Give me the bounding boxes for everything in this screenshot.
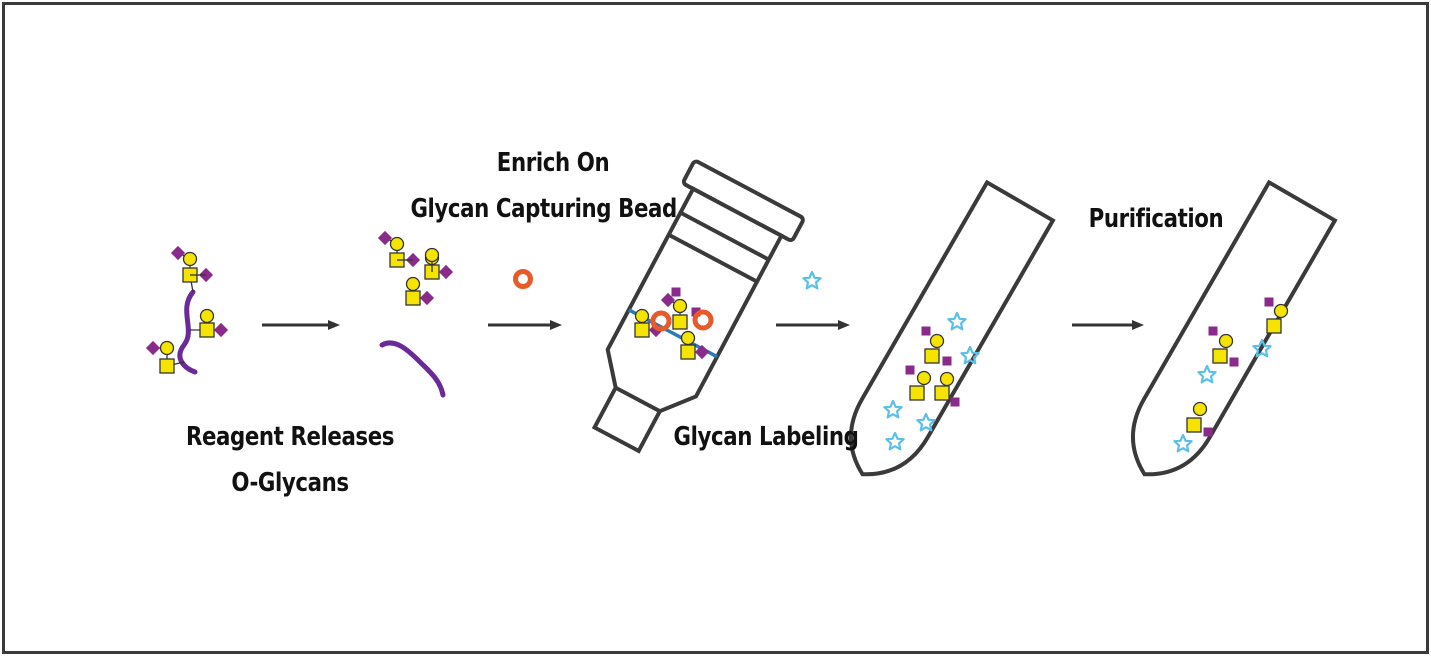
purification-label: Purification — [1088, 204, 1224, 234]
star-icon — [802, 270, 822, 290]
arrow-icon — [488, 320, 562, 330]
released-glycans-icon — [378, 231, 453, 398]
tube-icon — [1130, 179, 1338, 477]
enrich-label-line1: Enrich On — [496, 148, 610, 178]
release-label-line2: O-Glycans — [231, 468, 349, 498]
spin-column-icon — [591, 159, 805, 454]
arrow-icon — [262, 320, 340, 330]
glycopeptide-icon — [145, 246, 228, 375]
enrich-label-line2: Glycan Capturing Bead — [410, 194, 677, 224]
arrow-icon — [1072, 320, 1144, 330]
labeling-label: Glycan Labeling — [673, 422, 859, 452]
tube-contents — [635, 287, 714, 360]
arrow-icon — [776, 320, 850, 330]
bead-icon — [513, 269, 533, 289]
release-label-line1: Reagent Releases — [185, 422, 395, 452]
